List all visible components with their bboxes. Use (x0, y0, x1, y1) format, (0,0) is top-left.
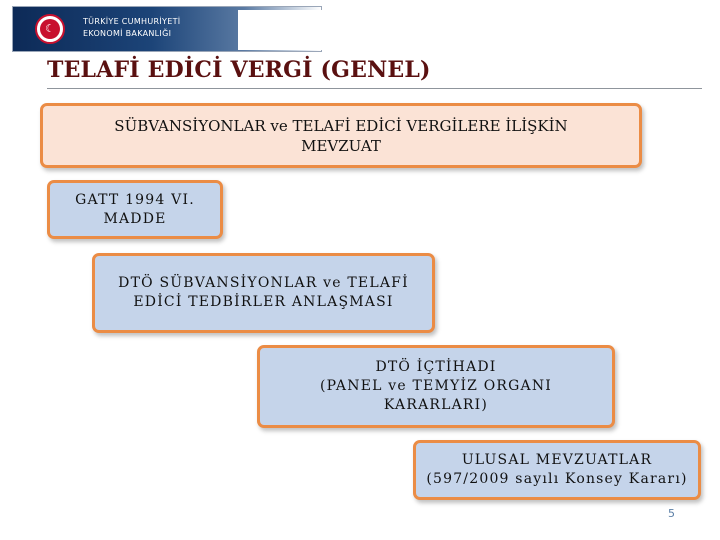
wto-case-law-box: DTÖ İÇTİHADI (PANEL ve TEMYİZ ORGANI KAR… (257, 345, 615, 428)
slide-title: TELAFİ EDİCİ VERGİ (GENEL) (47, 57, 431, 83)
logo-blank-area (238, 10, 322, 50)
wto-scm-agreement-text: DTÖ SÜBVANSİYONLAR ve TELAFİ EDİCİ TEDBİ… (118, 275, 409, 310)
gatt-article-text: GATT 1994 VI. MADDE (75, 191, 195, 227)
page-number: 5 (668, 507, 675, 520)
legislation-heading-text: SÜBVANSİYONLAR ve TELAFİ EDİCİ VERGİLERE… (114, 116, 568, 155)
crescent-star-emblem-icon: ☾ (35, 14, 65, 44)
gatt-article-box: GATT 1994 VI. MADDE (47, 180, 223, 239)
logo-line-1: TÜRKİYE CUMHURİYETİ (83, 17, 181, 26)
wto-scm-agreement-box: DTÖ SÜBVANSİYONLAR ve TELAFİ EDİCİ TEDBİ… (92, 253, 435, 333)
logo-line-2: EKONOMİ BAKANLIĞI (83, 29, 172, 38)
wto-case-law-text: DTÖ İÇTİHADI (PANEL ve TEMYİZ ORGANI KAR… (319, 359, 553, 413)
ministry-logo-text: TÜRKİYE CUMHURİYETİ EKONOMİ BAKANLIĞI (83, 16, 180, 40)
national-legislation-box: ULUSAL MEVZUATLAR (597/2009 sayılı Konse… (413, 440, 701, 500)
national-legislation-text: ULUSAL MEVZUATLAR (597/2009 sayılı Konse… (426, 452, 688, 487)
legislation-heading-box: SÜBVANSİYONLAR ve TELAFİ EDİCİ VERGİLERE… (40, 103, 642, 168)
title-divider (47, 88, 702, 89)
